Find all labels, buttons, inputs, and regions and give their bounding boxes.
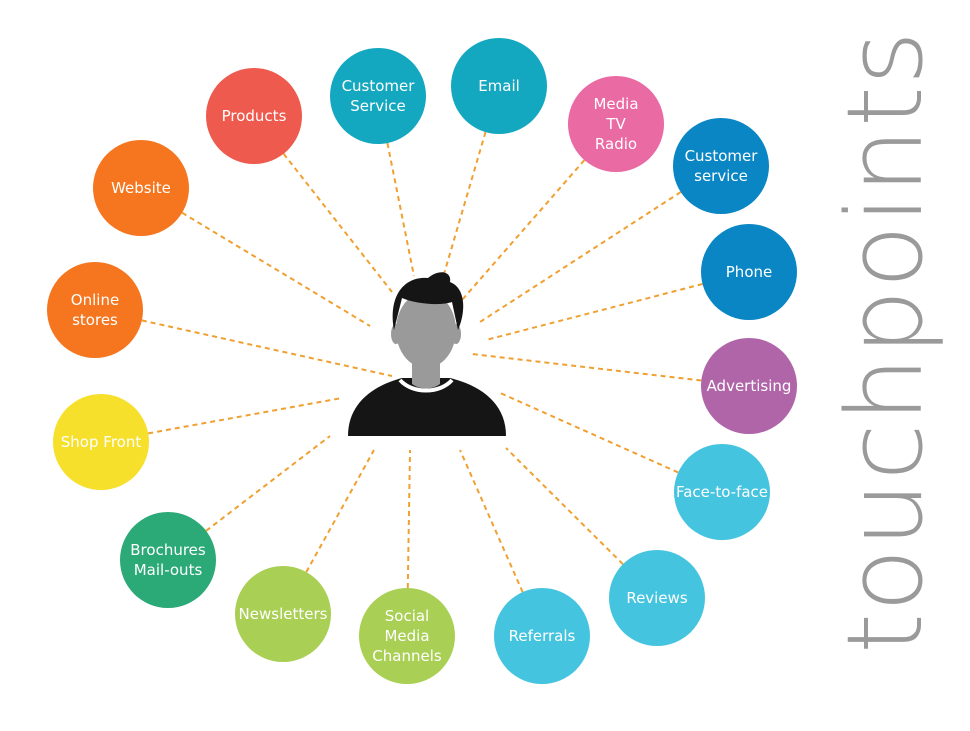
touchpoint-circle <box>568 76 664 172</box>
connector-line <box>459 449 524 593</box>
touchpoint-circle <box>47 262 143 358</box>
touchpoint-label: Newsletters <box>239 605 328 623</box>
connector-line <box>505 447 624 565</box>
connector-line <box>479 191 682 323</box>
touchpoint-circle <box>53 394 149 490</box>
touchpoint-circle <box>330 48 426 144</box>
touchpoint-circle <box>206 68 302 164</box>
connector-line <box>485 283 703 341</box>
touchpoint-node: Shop Front <box>53 394 149 490</box>
touchpoint-circle <box>673 118 769 214</box>
touchpoint-node: Products <box>206 68 302 164</box>
touchpoint-circle <box>359 588 455 684</box>
connector-line <box>141 319 393 377</box>
touchpoint-circle <box>494 588 590 684</box>
side-title: touchpoints <box>824 30 946 654</box>
touchpoint-label: Email <box>478 77 520 95</box>
touchpoint-label: Face-to-face <box>676 483 768 501</box>
connector-line <box>205 435 331 532</box>
connector-line <box>148 397 343 435</box>
touchpoint-node: Website <box>93 140 189 236</box>
connector-line <box>282 153 393 293</box>
connector-line <box>305 449 375 573</box>
touchpoint-label: Advertising <box>707 377 792 395</box>
touchpoint-node: Newsletters <box>235 566 331 662</box>
touchpoint-circle <box>93 140 189 236</box>
touchpoint-node: Referrals <box>494 588 590 684</box>
touchpoint-circle <box>701 224 797 320</box>
touchpoint-label: Referrals <box>509 627 576 645</box>
touchpoint-circle <box>235 566 331 662</box>
connector-line <box>471 353 702 382</box>
touchpoint-label: Reviews <box>626 589 688 607</box>
person-silhouette-icon <box>348 272 506 436</box>
touchpoint-circle <box>120 512 216 608</box>
touchpoint-circle <box>674 444 770 540</box>
touchpoint-node: Reviews <box>609 550 705 646</box>
connector-line <box>461 159 586 301</box>
connector-line <box>181 211 371 327</box>
touchpoint-label: Products <box>222 107 287 125</box>
touchpoint-node: Phone <box>701 224 797 320</box>
connector-lines <box>141 131 703 593</box>
connector-line <box>406 449 411 589</box>
touchpoint-circle <box>701 338 797 434</box>
connector-line <box>497 391 679 474</box>
touchpoint-node: Email <box>451 38 547 134</box>
touchpoint-circle <box>451 38 547 134</box>
touchpoint-node: Advertising <box>701 338 797 434</box>
touchpoint-node: Face-to-face <box>674 444 770 540</box>
touchpoint-label: Phone <box>726 263 772 281</box>
connector-line <box>386 142 415 277</box>
touchpoint-label: Shop Front <box>61 433 142 451</box>
touchpoint-circle <box>609 550 705 646</box>
connector-line <box>443 131 487 275</box>
touchpoint-label: Website <box>111 179 171 197</box>
